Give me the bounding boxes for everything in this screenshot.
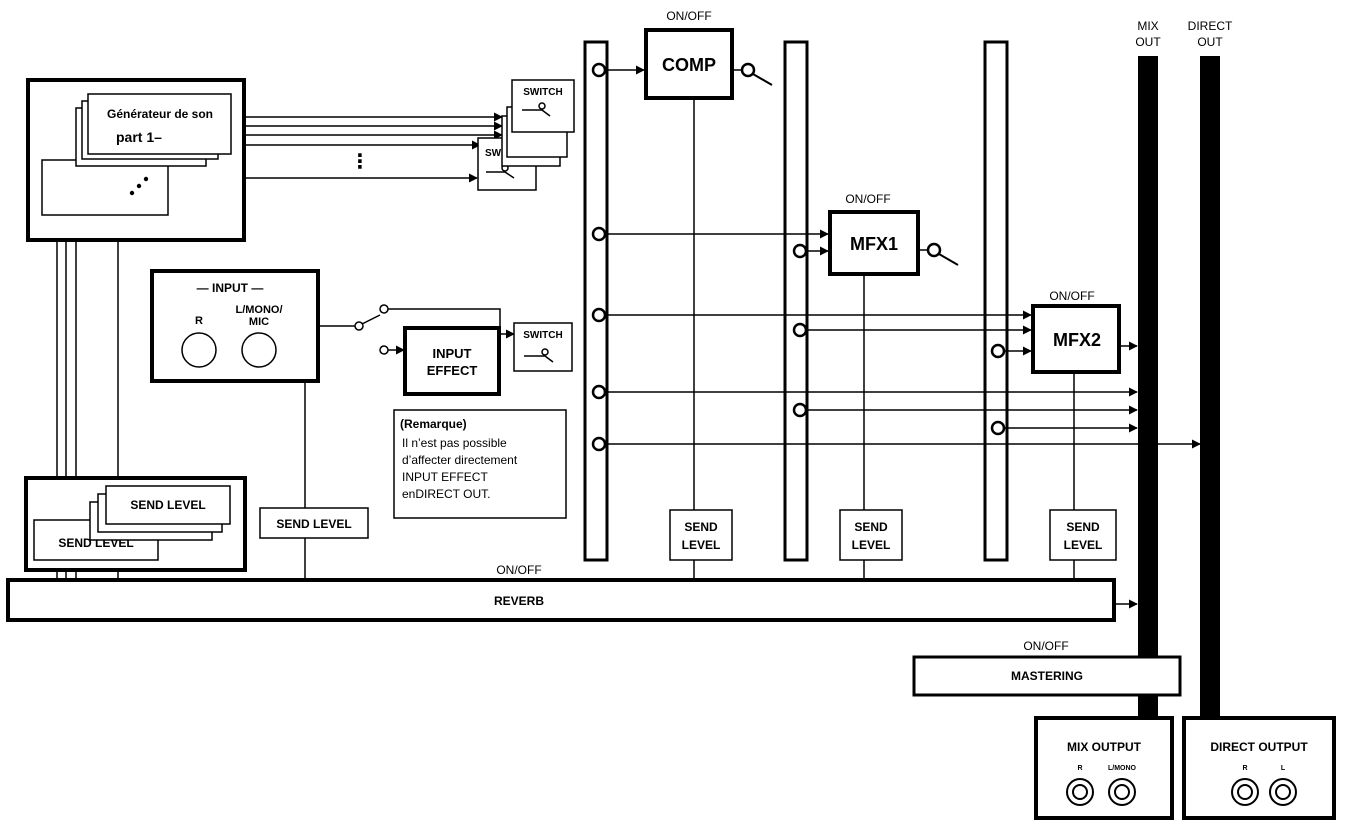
mix-output-panel: MIX OUTPUT R L/MONO (1034, 716, 1174, 820)
direct-route-lines (591, 384, 1201, 452)
mfx2-send-label-2: LEVEL (1064, 538, 1103, 552)
direct-output-jack-l (1269, 778, 1297, 806)
input-switch: SWITCH (513, 322, 573, 372)
tone-generator-part: part 1– (116, 129, 162, 145)
input-effect-block: INPUT EFFECT (403, 326, 501, 396)
mfx2-send-level: SEND LEVEL (1049, 509, 1117, 561)
remark-line-4: enDIRECT OUT. (402, 487, 490, 501)
direct-output-jack-r (1231, 778, 1259, 806)
mastering-on-off: ON/OFF (1023, 639, 1068, 653)
mix-output-jack-r (1066, 778, 1094, 806)
bus-column-3 (983, 40, 1009, 562)
input-jack-r-label: R (195, 315, 203, 327)
direct-output-panel: DIRECT OUTPUT R L (1182, 716, 1336, 820)
comp-on-off: ON/OFF (666, 9, 711, 23)
mfx2-on-off: ON/OFF (1049, 289, 1094, 303)
tone-generator-title: Générateur de son (107, 107, 213, 121)
input-jack-l-label-2: MIC (249, 316, 269, 328)
input-effect-label-2: EFFECT (427, 363, 478, 378)
comp-send-label-2: LEVEL (682, 538, 721, 552)
mfx2-label: MFX2 (1053, 330, 1101, 350)
comp-block: COMP (644, 28, 734, 100)
mfx1-label: MFX1 (850, 234, 898, 254)
mfx2-send-label-1: SEND (1066, 520, 1100, 534)
mix-output-jack-l-label: L/MONO (1108, 765, 1137, 772)
direct-output-jack-r-label: R (1242, 765, 1247, 772)
direct-out-bus (1200, 56, 1220, 724)
mfx1-send-label-1: SEND (854, 520, 888, 534)
direct-output-title: DIRECT OUTPUT (1210, 740, 1308, 754)
mix-output-jack-l (1108, 778, 1136, 806)
input-jack-l (241, 332, 277, 368)
input-selector-switch (318, 304, 515, 355)
reverb-label: REVERB (494, 594, 544, 608)
mfx1-send-label-2: LEVEL (852, 538, 891, 552)
send-level-label-front: SEND LEVEL (130, 498, 205, 512)
comp-connections (591, 62, 773, 580)
input-jack-l-label: L/MONO/ (235, 304, 282, 316)
mastering-label: MASTERING (1011, 669, 1083, 683)
tone-generator-block: Générateur de son part 1– (26, 78, 246, 242)
switch-label-partial: SW (485, 148, 502, 159)
input-effect-label-1: INPUT (433, 346, 472, 361)
comp-label: COMP (662, 55, 716, 75)
bus-column-1 (583, 40, 609, 562)
mfx1-connections (591, 226, 959, 580)
input-send-level-label: SEND LEVEL (276, 517, 351, 531)
mix-output-jack-r-label: R (1077, 765, 1082, 772)
remark-line-2: d’affecter directement (402, 453, 518, 467)
tone-send-level-block: SEND LEVEL SEND LEVEL (24, 476, 247, 572)
reverb-block: REVERB (6, 578, 1116, 622)
remark-line-1: Il n’est pas possible (402, 436, 507, 450)
input-switch-label: SWITCH (523, 330, 562, 341)
mix-out-label-2: OUT (1135, 35, 1161, 49)
mfx2-block: MFX2 (1031, 304, 1121, 374)
input-send-level: SEND LEVEL (259, 507, 369, 539)
switch-label-top: SWITCH (523, 87, 562, 98)
mix-out-bus (1138, 56, 1158, 724)
part-switch-stack: SW SWITCH (477, 79, 575, 191)
comp-send-level: SEND LEVEL (669, 509, 733, 561)
mastering-block: MASTERING (912, 655, 1182, 697)
mix-out-label-1: MIX (1137, 19, 1158, 33)
remark-line-3: INPUT EFFECT (402, 470, 488, 484)
input-header: — INPUT — (197, 281, 264, 295)
direct-out-label-2: OUT (1197, 35, 1223, 49)
mfx1-block: MFX1 (828, 210, 920, 276)
reverb-on-off: ON/OFF (496, 563, 541, 577)
ellipsis-vertical: ⋮ (350, 151, 370, 173)
mfx1-send-level: SEND LEVEL (839, 509, 903, 561)
direct-out-label-1: DIRECT (1188, 19, 1233, 33)
part-signal-lines (244, 112, 503, 183)
mix-output-title: MIX OUTPUT (1067, 740, 1142, 754)
input-block: — INPUT — R L/MONO/ MIC (150, 269, 320, 383)
remark-box: (Remarque) Il n’est pas possible d’affec… (393, 409, 567, 519)
input-jack-r (181, 332, 217, 368)
mfx1-on-off: ON/OFF (845, 192, 890, 206)
direct-output-jack-l-label: L (1281, 765, 1286, 772)
remark-title: (Remarque) (400, 417, 467, 431)
comp-send-label-1: SEND (684, 520, 718, 534)
bus-column-2 (783, 40, 809, 562)
